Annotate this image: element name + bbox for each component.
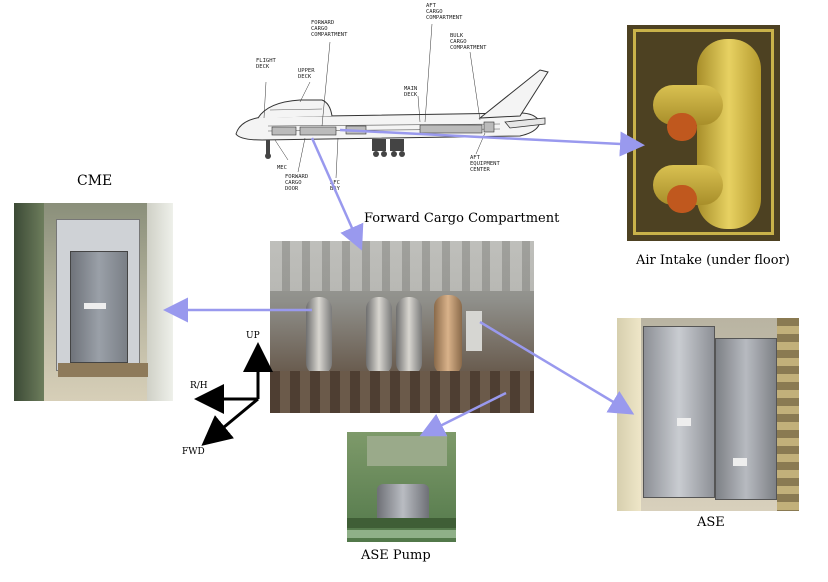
ase-pump-photo <box>347 432 456 542</box>
caption-cme: CME <box>77 173 113 189</box>
arrow-to-air-intake <box>339 128 645 157</box>
cme-photo <box>14 203 173 401</box>
landing-gear <box>265 139 405 159</box>
label-main-deck: MAIN DECK <box>404 86 418 98</box>
label-mec: MEC <box>277 165 287 171</box>
axis-label-fwd: FWD <box>182 447 205 457</box>
ase-photo <box>617 318 799 511</box>
horizontal-stabilizer <box>504 117 546 129</box>
axis-label-up: UP <box>246 331 260 341</box>
vertical-stabilizer <box>478 69 549 119</box>
caption-air-intake: Air Intake (under floor) <box>636 253 790 268</box>
forward-cargo-compartment-photo <box>270 241 534 413</box>
upper-deck-hump <box>257 99 333 119</box>
arrow-to-ase <box>479 320 635 415</box>
air-intake-photo <box>627 25 780 241</box>
label-forward-cargo-door: FORWARD CARGO DOOR <box>285 174 309 192</box>
label-forward-cargo-compartment: FORWARD CARGO COMPARTMENT <box>311 20 348 38</box>
label-aft-equipment-center: AFT EQUIPMENT CENTER <box>470 155 500 173</box>
label-aft-cargo-compartment: AFT CARGO COMPARTMENT <box>426 3 463 21</box>
caption-forward-cargo-compartment: Forward Cargo Compartment <box>364 211 560 226</box>
arrow-to-ase-pump <box>419 391 507 437</box>
caption-ase: ASE <box>697 515 725 530</box>
label-upper-deck: UPPER DECK <box>298 68 315 80</box>
axis-label-rh: R/H <box>190 381 208 391</box>
arrow-to-forward-cargo <box>310 137 364 251</box>
label-bulk-cargo-compartment: BULK CARGO COMPARTMENT <box>450 33 487 51</box>
axis-fwd-arrow <box>201 397 259 446</box>
label-flight-deck: FLIGHT DECK <box>256 58 276 70</box>
caption-ase-pump: ASE Pump <box>361 548 431 563</box>
